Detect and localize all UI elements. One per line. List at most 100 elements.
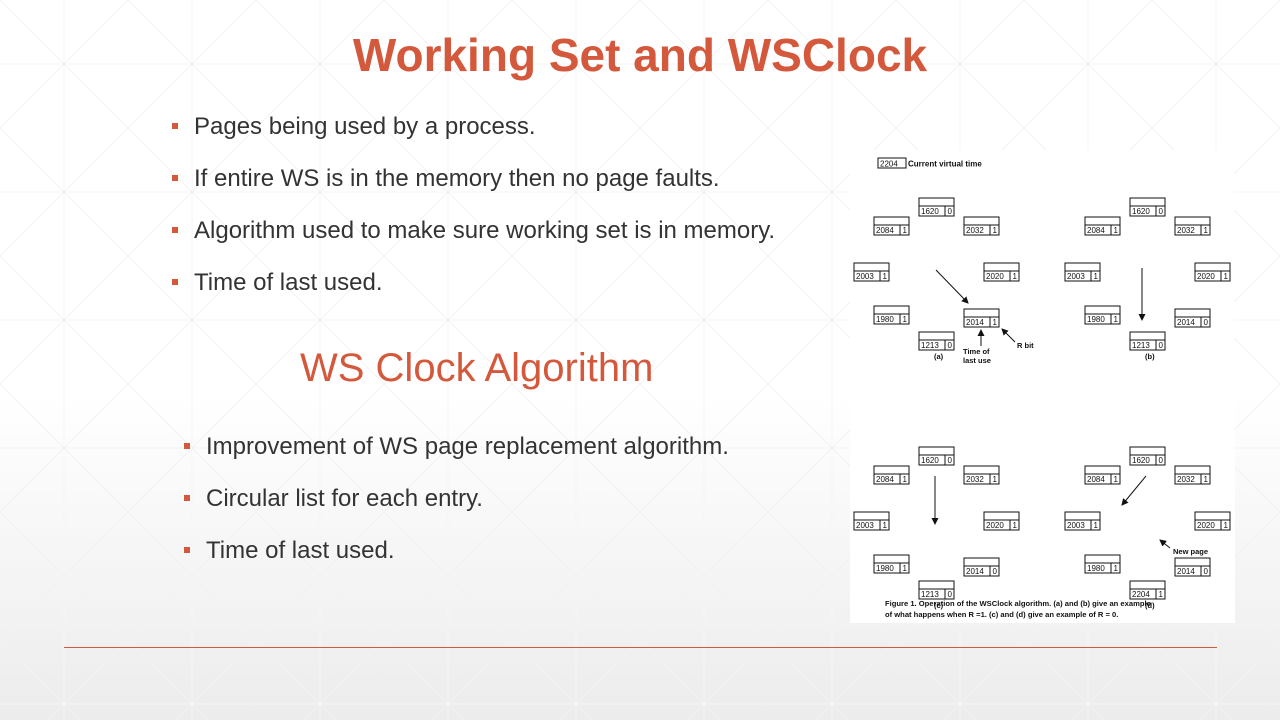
entry-top-box xyxy=(873,465,910,475)
entry-rbit-box xyxy=(944,454,955,466)
section-subtitle: WS Clock Algorithm xyxy=(300,346,654,390)
entry-top-box xyxy=(918,446,955,456)
figure-caption: Figure 1. Operation of the WSClock algor… xyxy=(885,599,1151,608)
entry-rbit-box xyxy=(899,473,910,485)
entry-top-box xyxy=(1084,465,1121,475)
entry-rbit: 1 xyxy=(1114,226,1119,235)
entry-time: 2084 xyxy=(876,475,894,484)
entry-rbit: 1 xyxy=(993,226,998,235)
entry-time: 2084 xyxy=(876,226,894,235)
entry-time: 1980 xyxy=(1087,564,1105,573)
slide-title: Working Set and WSClock xyxy=(352,29,928,81)
entry-top-box xyxy=(983,262,1020,272)
entry-time: 1620 xyxy=(921,207,939,216)
entry-rbit-box xyxy=(1155,205,1166,217)
entry-rbit: 1 xyxy=(993,318,998,327)
entry-rbit: 1 xyxy=(1114,564,1119,573)
page-entry: 2020 1 xyxy=(983,262,1020,282)
page-entry: 2032 1 xyxy=(963,216,1000,236)
page-entry: 1980 1 xyxy=(1084,554,1121,574)
footer-divider xyxy=(64,647,1217,648)
entry-time: 2020 xyxy=(1197,521,1215,530)
entry-rbit-box xyxy=(944,205,955,217)
entry-top-box xyxy=(1194,262,1231,272)
bullet-item: If entire WS is in the memory then no pa… xyxy=(170,164,775,216)
entry-rbit: 1 xyxy=(903,475,908,484)
entry-rbit: 0 xyxy=(1159,207,1164,216)
current-time-box xyxy=(877,157,907,169)
entry-top-box xyxy=(1129,197,1166,207)
entry-time: 2020 xyxy=(986,521,1004,530)
entry-time: 2003 xyxy=(1067,521,1085,530)
entry-time: 2014 xyxy=(966,567,984,576)
entry-top-box xyxy=(983,511,1020,521)
current-time-value: 2204 xyxy=(880,160,898,169)
new-page-arrow xyxy=(1159,539,1171,549)
entry-rbit-box xyxy=(1200,473,1211,485)
entry-time: 1620 xyxy=(1132,207,1150,216)
entry-top-box xyxy=(1129,331,1166,341)
page-entry: 2204 1 xyxy=(1129,580,1166,600)
entry-rbit: 1 xyxy=(903,564,908,573)
time-of-last-use-label: last use xyxy=(963,356,991,365)
entry-rbit: 1 xyxy=(903,315,908,324)
entry-rbit: 1 xyxy=(1013,521,1018,530)
entry-rbit-box xyxy=(1155,588,1166,600)
bullet-item: Circular list for each entry. xyxy=(182,484,729,536)
entry-rbit-box xyxy=(1110,562,1121,574)
page-entry: 1620 0 xyxy=(918,197,955,217)
entry-rbit: 0 xyxy=(993,567,998,576)
entry-rbit-box xyxy=(1110,224,1121,236)
entry-rbit: 1 xyxy=(1159,590,1164,599)
entry-time: 2204 xyxy=(1132,590,1150,599)
entry-time: 2032 xyxy=(1177,475,1195,484)
entry-rbit-box xyxy=(1090,270,1101,282)
entry-rbit-box xyxy=(1110,313,1121,325)
entry-time: 2084 xyxy=(1087,226,1105,235)
entry-rbit-box xyxy=(879,519,890,531)
entry-rbit-box xyxy=(879,270,890,282)
entry-top-box xyxy=(918,331,955,341)
page-entry: 2014 0 xyxy=(963,557,1000,577)
entry-rbit: 1 xyxy=(1013,272,1018,281)
entry-time: 1213 xyxy=(921,590,939,599)
page-entry: 2084 1 xyxy=(1084,216,1121,236)
entry-time: 2020 xyxy=(986,272,1004,281)
entry-rbit: 0 xyxy=(1159,456,1164,465)
entry-rbit-box xyxy=(1200,224,1211,236)
entry-rbit-box xyxy=(899,562,910,574)
entry-top-box xyxy=(873,216,910,226)
page-entry: 1620 0 xyxy=(1129,197,1166,217)
page-entry: 2084 1 xyxy=(873,465,910,485)
entry-rbit: 1 xyxy=(1114,315,1119,324)
entry-rbit-box xyxy=(1090,519,1101,531)
entry-top-box xyxy=(1129,446,1166,456)
entry-top-box xyxy=(1084,554,1121,564)
entry-rbit: 1 xyxy=(1114,475,1119,484)
panel-label: (b) xyxy=(1145,352,1155,361)
rbit-arrow xyxy=(1001,328,1016,343)
entry-time: 1620 xyxy=(921,456,939,465)
entry-time: 2032 xyxy=(966,226,984,235)
entry-top-box xyxy=(853,262,890,272)
rbit-label: R bit xyxy=(1017,341,1034,350)
time-of-last-use-label: Time of xyxy=(963,347,990,356)
entry-rbit-box xyxy=(1220,270,1231,282)
entry-rbit: 0 xyxy=(948,207,953,216)
entry-rbit: 1 xyxy=(1204,226,1209,235)
top-bullet-list: Pages being used by a process. If entire… xyxy=(170,112,775,320)
entry-top-box xyxy=(1174,557,1211,567)
bullet-item: Pages being used by a process. xyxy=(170,112,775,164)
new-page-label: New page xyxy=(1173,547,1208,556)
entry-top-box xyxy=(918,197,955,207)
